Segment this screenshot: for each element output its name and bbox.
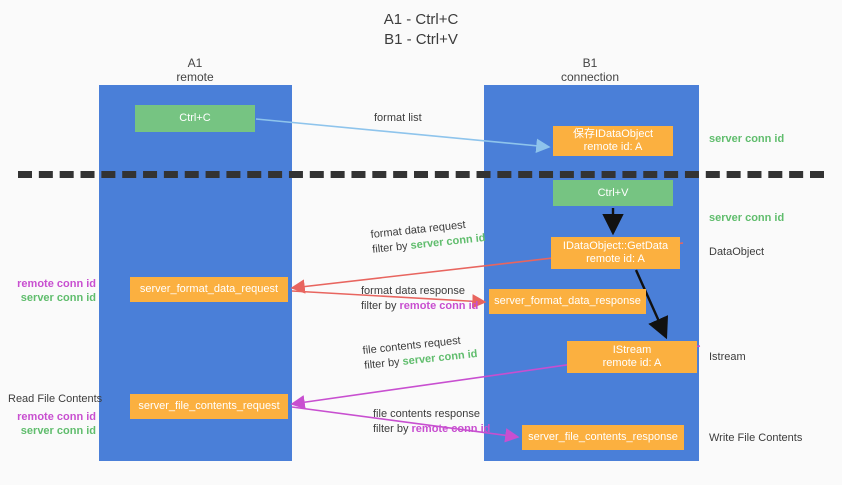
left-label-remote-conn-id: remote conn id [17,278,96,290]
arrow-label-format-list-text: format list [374,112,422,124]
page-title: A1 - Ctrl+C B1 - Ctrl+V [0,10,842,50]
side-label-write-file-contents: Write File Contents [709,432,803,444]
filter-key-remote-conn-id: remote conn id [399,300,479,312]
node-get-data-line1: IDataObject::GetData [562,240,669,252]
arrow-label-format-list: format list [374,111,422,126]
left-label-conn-ids-file: remote conn id server conn id [8,410,96,438]
node-get-data[interactable]: IDataObject::GetData remote id: A [551,237,680,269]
arrow-label-format-data-response-line2: filter by remote conn id [361,299,478,314]
node-server-file-contents-request-label: server_file_contents_request [138,400,280,412]
divider-dashed-line [18,171,824,178]
arrow-label-file-contents-response-line1: file contents response [373,408,481,420]
node-server-format-data-request-label: server_format_data_request [139,283,279,295]
node-data-object-line2: remote id: A [583,141,643,153]
left-label-remote-conn-id: remote conn id [17,411,96,423]
side-label-data-object: DataObject [709,246,765,258]
node-server-format-data-response-label: server_format_data_response [494,295,641,307]
node-server-file-contents-request[interactable]: server_file_contents_request [130,394,288,419]
node-data-object-line1: 保存IDataObject [572,128,654,140]
node-ctrl-c[interactable]: Ctrl+C [135,105,255,132]
node-data-object[interactable]: 保存IDataObject remote id: A [553,126,673,156]
left-label-conn-ids-format: remote conn id server conn id [8,277,96,305]
left-label-server-conn-id: server conn id [20,292,96,304]
filter-prefix: filter by [371,239,412,256]
column-a1-name: A1 [187,56,203,70]
column-b1-role: connection [560,70,620,84]
node-istream-line2: remote id: A [602,357,662,369]
arrow-label-format-data-response: format data response filter by remote co… [361,284,478,314]
filter-prefix: filter by [373,423,412,435]
node-server-format-data-response[interactable]: server_format_data_response [489,289,646,314]
column-a1-role: remote [176,70,214,84]
arrow-label-format-data-response-line1: format data response [361,285,465,297]
side-label-server-conn-id-top: server conn id [709,133,785,145]
arrow-label-format-data-request: format data request filter by server con… [370,216,486,258]
side-label-server-conn-id-mid: server conn id [709,212,785,224]
node-server-file-contents-response-label: server_file_contents_response [528,431,678,443]
column-header-b1: B1 connection [510,56,670,84]
title-line-1: A1 - Ctrl+C [383,11,459,28]
node-server-format-data-request[interactable]: server_format_data_request [130,277,288,302]
filter-key-remote-conn-id: remote conn id [411,423,491,435]
filter-prefix: filter by [361,300,400,312]
column-header-a1: A1 remote [115,56,275,84]
left-label-server-conn-id: server conn id [20,425,96,437]
filter-prefix: filter by [363,355,404,372]
node-server-file-contents-response[interactable]: server_file_contents_response [522,425,684,450]
node-istream[interactable]: IStream remote id: A [567,341,697,373]
arrow-label-file-contents-request: file contents request filter by server c… [362,332,478,374]
node-ctrl-v-label: Ctrl+V [597,186,629,199]
arrow-label-file-contents-response: file contents response filter by remote … [373,407,490,437]
node-istream-line1: IStream [612,344,652,356]
title-line-2: B1 - Ctrl+V [384,31,458,48]
side-label-istream: Istream [709,351,746,363]
column-b1-name: B1 [582,56,598,70]
left-label-read-file-contents: Read File Contents [8,393,103,405]
node-get-data-line2: remote id: A [586,253,645,265]
node-ctrl-v[interactable]: Ctrl+V [553,180,673,206]
node-ctrl-c-label: Ctrl+C [179,112,211,124]
arrow-label-file-contents-response-line2: filter by remote conn id [373,422,490,437]
